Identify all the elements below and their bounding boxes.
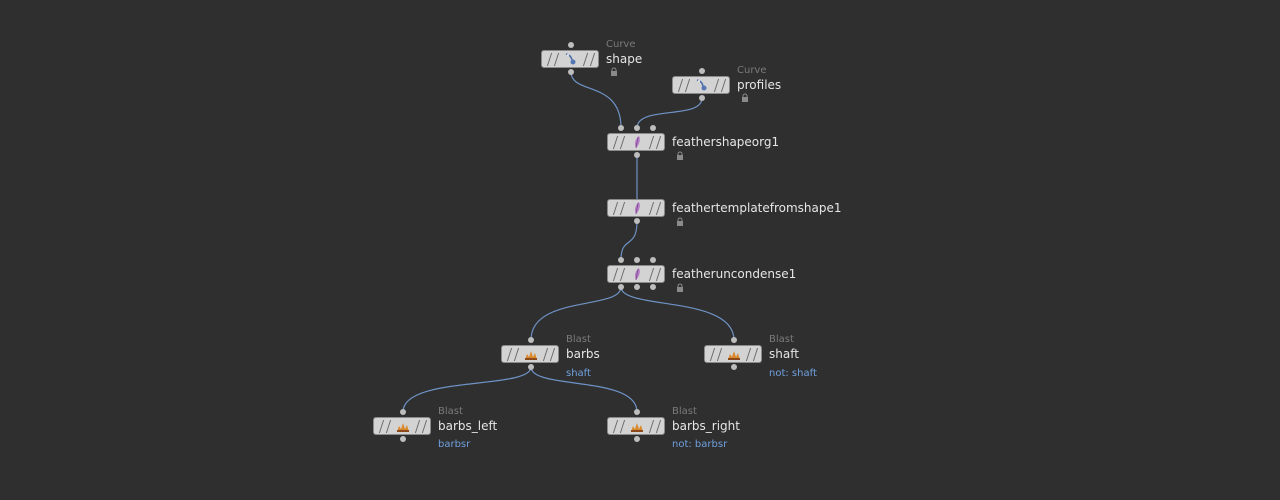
output-connector[interactable] (650, 284, 656, 290)
input-connector[interactable] (634, 125, 640, 131)
node-profiles[interactable] (672, 76, 730, 94)
node-name-label: barbs (566, 347, 600, 361)
wire-shape-to-feathershapeorg1 (570, 71, 622, 129)
node-name-label: profiles (737, 78, 782, 92)
node-group-label: not: barbsr (672, 439, 728, 450)
node-name-label: feathertemplatefromshape1 (672, 201, 842, 215)
node-barbs-right[interactable] (607, 417, 665, 435)
feather-icon (635, 202, 640, 215)
lock-icon[interactable] (675, 217, 685, 227)
input-connector[interactable] (650, 257, 656, 263)
feather-icon (635, 268, 640, 281)
wire-barbs-to-barbs-left (402, 366, 532, 413)
input-connector[interactable] (618, 125, 624, 131)
node-feathershapeorg1[interactable] (607, 133, 665, 151)
node-type-label: Curve (606, 39, 636, 50)
wire-featheruncondense1-to-shaft (620, 286, 735, 341)
feather-icon (635, 136, 640, 149)
node-name-label: shape (606, 52, 643, 66)
lock-icon[interactable] (609, 67, 619, 77)
blast-icon (525, 351, 537, 360)
input-connector[interactable] (731, 337, 737, 343)
node-name-label: feathershapeorg1 (672, 135, 780, 149)
node-name-label: barbs_right (672, 419, 740, 433)
output-connector[interactable] (634, 284, 640, 290)
node-type-label: Blast (566, 334, 591, 345)
blast-icon (631, 423, 643, 432)
input-connector[interactable] (699, 68, 705, 74)
input-connector[interactable] (650, 125, 656, 131)
output-connector[interactable] (699, 95, 705, 101)
node-name-label: barbs_left (438, 419, 498, 433)
wire-feathertemplatefromshape1-to-featheruncondense1 (620, 220, 638, 261)
curve-icon (696, 79, 707, 91)
curve-icon (565, 53, 576, 65)
node-shape[interactable] (541, 50, 599, 68)
node-group-label: barbsr (438, 439, 471, 450)
output-connector[interactable] (731, 364, 737, 370)
lock-icon[interactable] (740, 93, 750, 103)
input-connector[interactable] (568, 42, 574, 48)
output-connector[interactable] (634, 436, 640, 442)
node-barbs-left[interactable] (373, 417, 431, 435)
node-type-label: Blast (769, 334, 794, 345)
lock-icon[interactable] (675, 151, 685, 161)
input-connector[interactable] (634, 409, 640, 415)
node-featheruncondense1[interactable] (607, 265, 665, 283)
wire-barbs-to-barbs-right (530, 366, 638, 413)
output-connector[interactable] (634, 152, 640, 158)
output-connector[interactable] (568, 69, 574, 75)
node-name-label: shaft (769, 347, 799, 361)
blast-icon (397, 423, 409, 432)
node-name-label: featheruncondense1 (672, 267, 797, 281)
wire-profiles-to-feathershapeorg1 (636, 97, 703, 129)
output-connector[interactable] (400, 436, 406, 442)
wire-featheruncondense1-to-barbs (530, 286, 622, 341)
node-type-label: Blast (438, 406, 463, 417)
input-connector[interactable] (618, 257, 624, 263)
node-type-label: Curve (737, 65, 767, 76)
input-connector[interactable] (400, 409, 406, 415)
output-connector[interactable] (634, 218, 640, 224)
blast-icon (728, 351, 740, 360)
node-feathertemplatefromshape1[interactable] (607, 199, 665, 217)
input-connector[interactable] (634, 257, 640, 263)
node-type-label: Blast (672, 406, 697, 417)
output-connector[interactable] (618, 284, 624, 290)
node-group-label: not: shaft (769, 368, 817, 379)
node-shaft[interactable] (704, 345, 762, 363)
output-connector[interactable] (528, 364, 534, 370)
input-connector[interactable] (528, 337, 534, 343)
node-group-label: shaft (566, 368, 591, 379)
lock-icon[interactable] (675, 283, 685, 293)
node-barbs[interactable] (501, 345, 559, 363)
